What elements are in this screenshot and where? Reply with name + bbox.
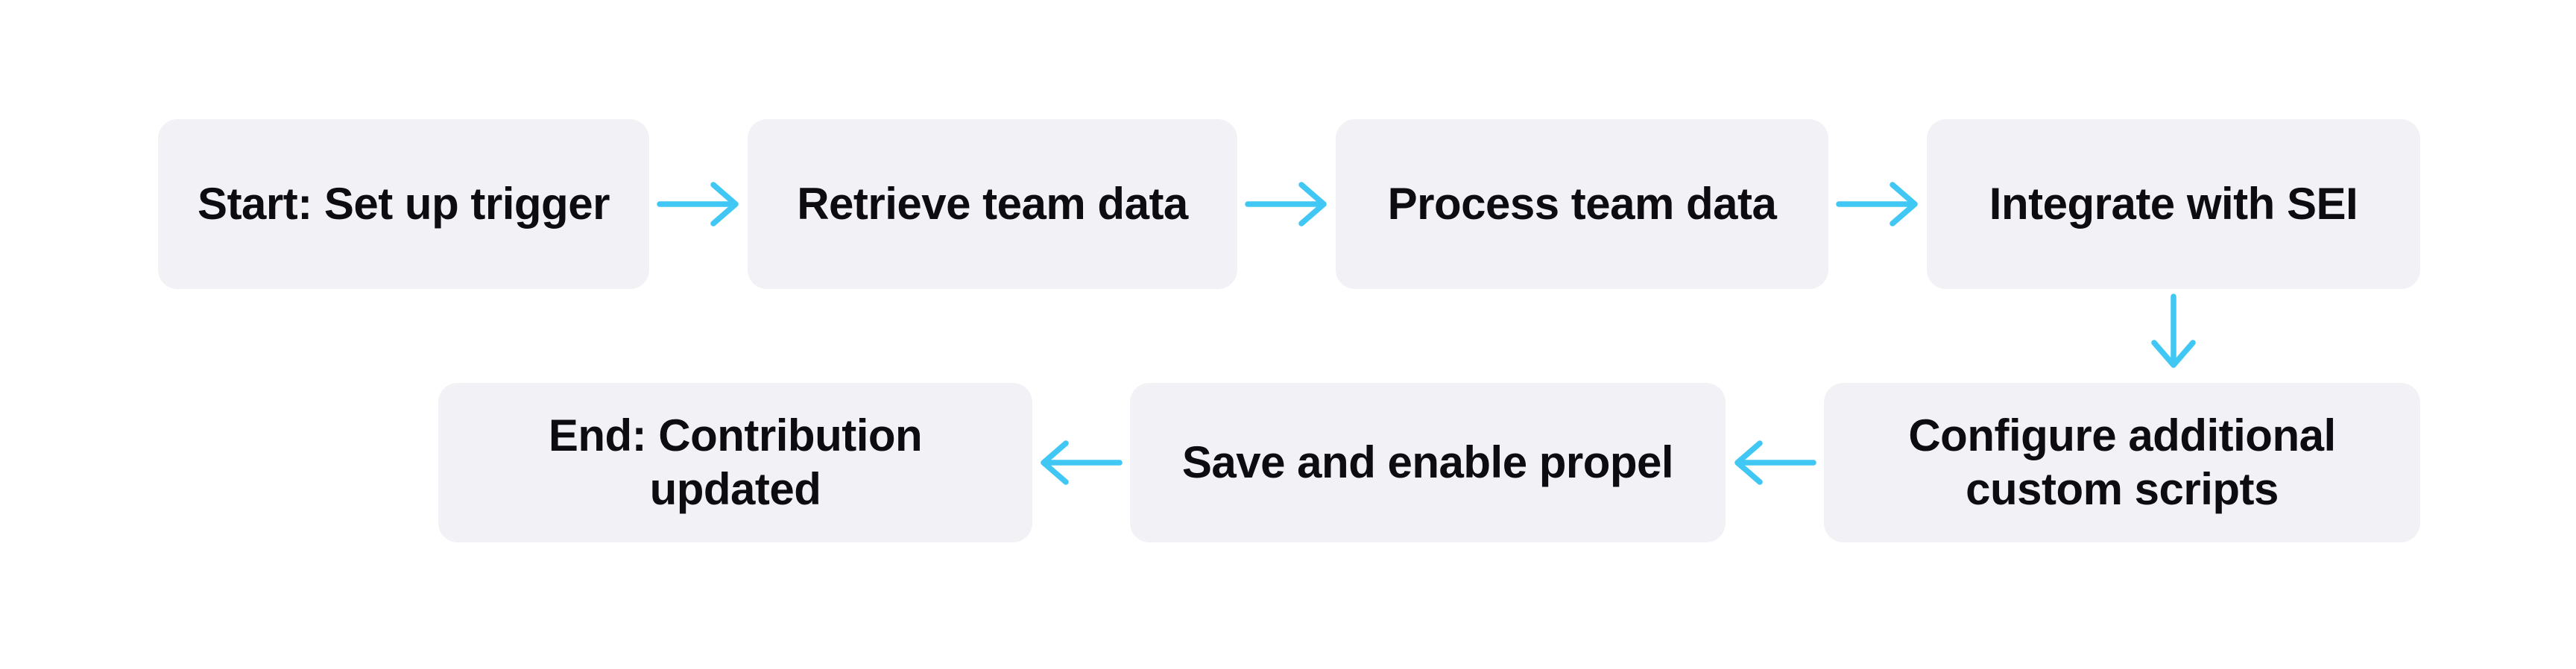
node-retrieve-team-data: Retrieve team data bbox=[748, 119, 1237, 289]
node-process-team-data: Process team data bbox=[1336, 119, 1828, 289]
node-end-label: End: Contribution updated bbox=[548, 410, 923, 514]
node-end-contribution-updated: End: Contribution updated bbox=[438, 383, 1032, 542]
arrow-right-icon bbox=[1242, 174, 1331, 234]
arrow-right-icon bbox=[654, 174, 743, 234]
node-start-label: Start: Set up trigger bbox=[198, 179, 610, 229]
node-save-label: Save and enable propel bbox=[1181, 437, 1674, 487]
arrow-right-icon bbox=[1833, 174, 1922, 234]
node-start: Start: Set up trigger bbox=[158, 119, 649, 289]
node-configure-custom-scripts: Configure additional custom scripts bbox=[1824, 383, 2420, 542]
node-integrate-label: Integrate with SEI bbox=[1989, 179, 2358, 229]
node-save-enable-propel: Save and enable propel bbox=[1130, 383, 1726, 542]
node-process-label: Process team data bbox=[1387, 179, 1777, 229]
arrow-down-icon bbox=[2144, 292, 2203, 374]
node-retrieve-label: Retrieve team data bbox=[797, 179, 1188, 229]
arrow-left-icon bbox=[1730, 433, 1819, 492]
node-configure-label: Configure additional custom scripts bbox=[1908, 410, 2336, 514]
arrow-left-icon bbox=[1036, 433, 1126, 492]
node-integrate-with-sei: Integrate with SEI bbox=[1927, 119, 2420, 289]
